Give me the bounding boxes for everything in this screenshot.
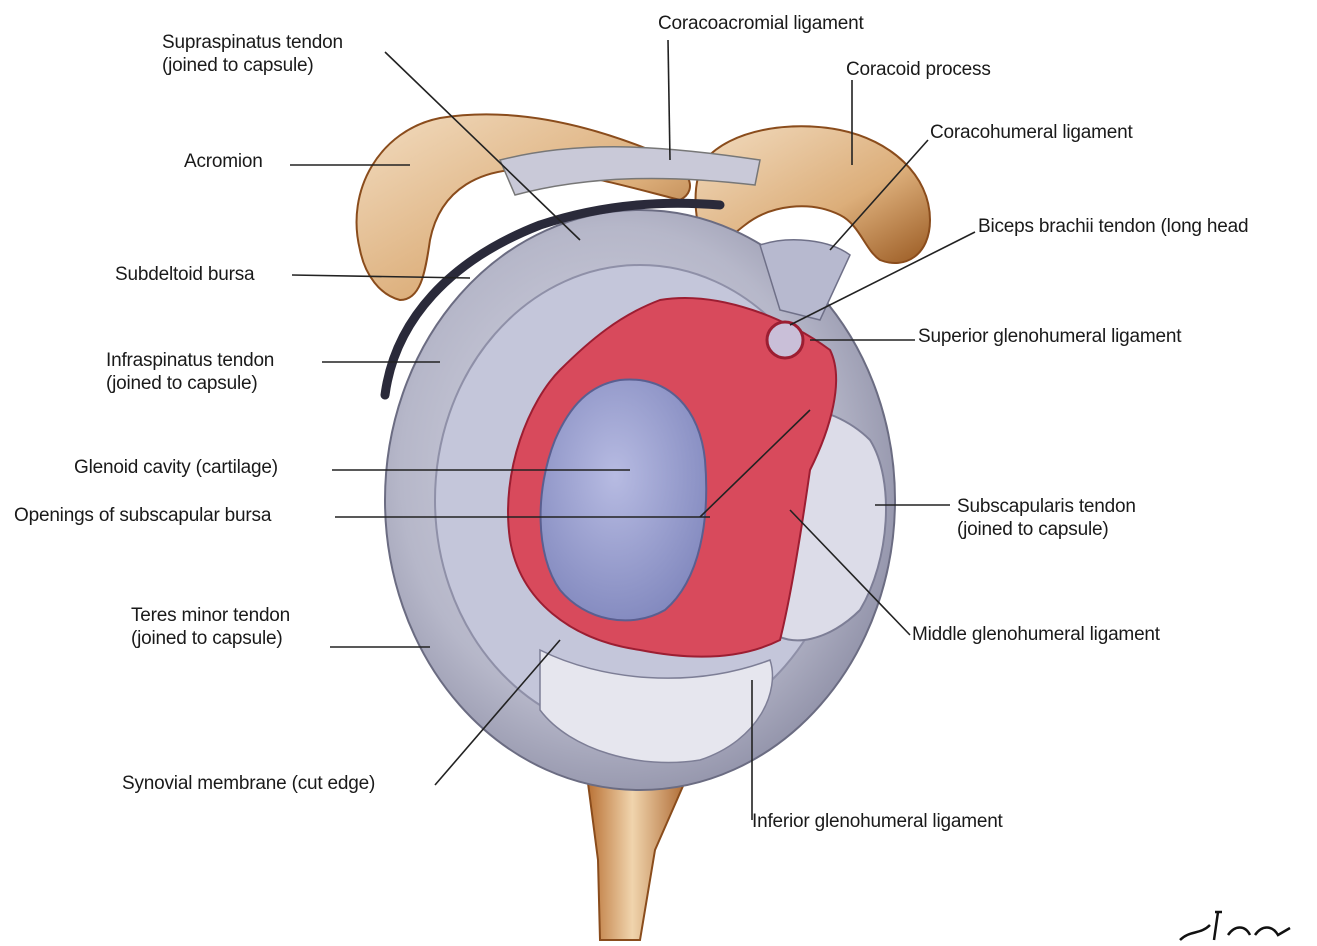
label-acromion: Acromion xyxy=(184,150,263,173)
label-synovial-membrane: Synovial membrane (cut edge) xyxy=(122,772,375,795)
label-subdeltoid-bursa: Subdeltoid bursa xyxy=(115,263,254,286)
label-superior-glenohumeral-ligament: Superior glenohumeral ligament xyxy=(918,325,1181,348)
label-subscapularis-tendon: Subscapularis tendon (joined to capsule) xyxy=(957,495,1136,541)
label-coracoacromial-ligament: Coracoacromial ligament xyxy=(658,12,864,35)
label-middle-glenohumeral-ligament: Middle glenohumeral ligament xyxy=(912,623,1160,646)
label-coracoid-process: Coracoid process xyxy=(846,58,991,81)
label-biceps-brachii-tendon: Biceps brachii tendon (long head xyxy=(978,215,1248,238)
label-openings-subscapular-bursa: Openings of subscapular bursa xyxy=(14,504,271,527)
label-supraspinatus-tendon: Supraspinatus tendon (joined to capsule) xyxy=(162,31,343,77)
label-inferior-glenohumeral-ligament: Inferior glenohumeral ligament xyxy=(752,810,1003,833)
label-teres-minor-tendon: Teres minor tendon (joined to capsule) xyxy=(131,604,290,650)
label-coracohumeral-ligament: Coracohumeral ligament xyxy=(930,121,1133,144)
label-glenoid-cavity: Glenoid cavity (cartilage) xyxy=(74,456,278,479)
label-infraspinatus-tendon: Infraspinatus tendon (joined to capsule) xyxy=(106,349,274,395)
signature-mark xyxy=(1180,912,1290,940)
biceps-tendon-stump xyxy=(767,322,803,358)
